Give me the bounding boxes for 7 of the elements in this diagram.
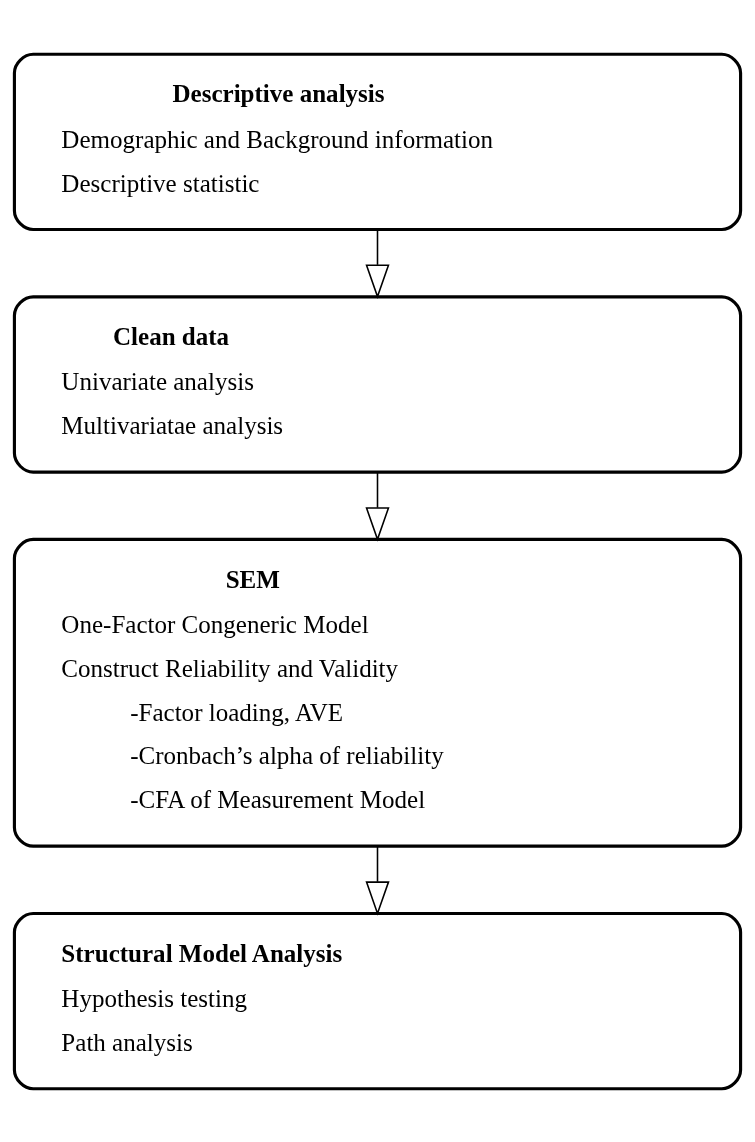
node-box: SEM One-Factor Congeneric Model Construct Reliability and Validity -Factor loading, AVE -Cronbach’s alpha of reliability -CFA of Measurement Model — [12, 537, 743, 848]
node-box: Structural Model Analysis Hypothesis testing Path analysis — [12, 911, 743, 1090]
arrow — [365, 845, 390, 916]
arrow — [365, 471, 390, 542]
node-box: Clean data Univariate analysis Multivariatae analysis — [12, 294, 743, 474]
arrow — [365, 228, 390, 299]
node-box: Descriptive analysis Demographic and Background information Descriptive statistic — [12, 52, 743, 231]
